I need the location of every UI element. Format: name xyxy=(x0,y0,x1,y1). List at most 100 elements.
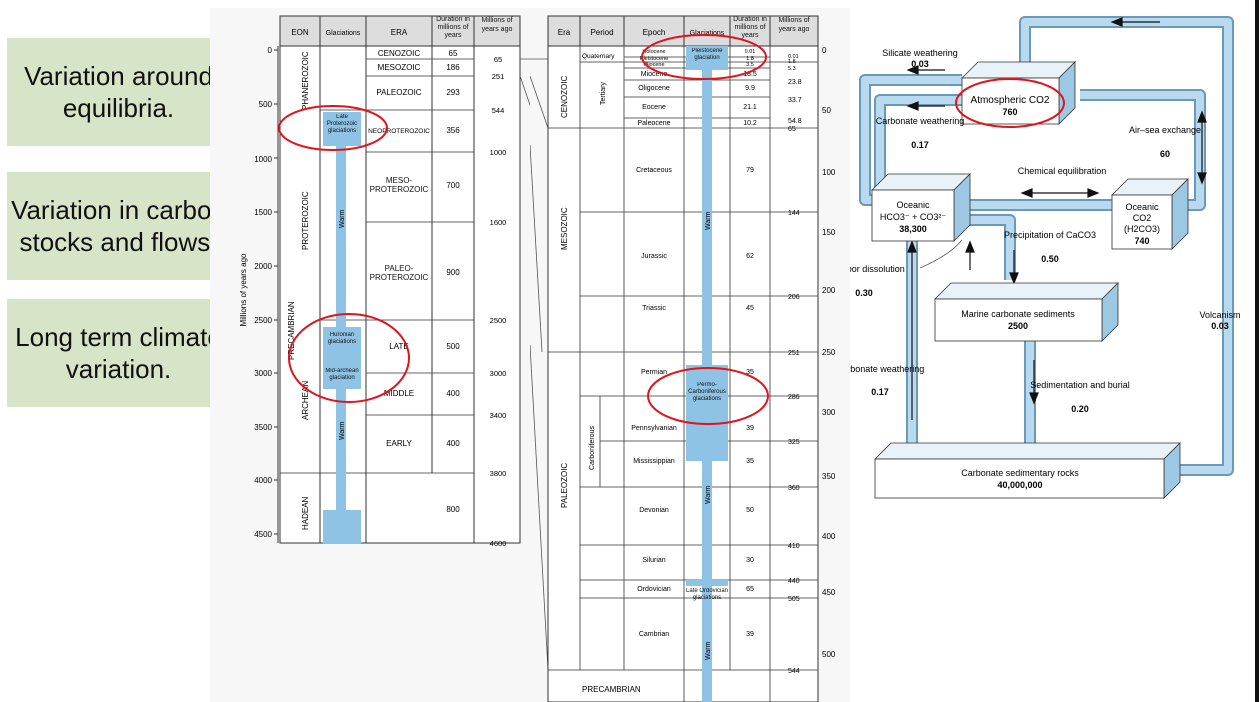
glaciation-pleistocene: Pleistocene glaciation xyxy=(691,48,723,61)
epoch-end-mya: 23.8 xyxy=(788,79,802,86)
glaciation-huronian: Huronian glaciations xyxy=(327,332,357,345)
period-carboniferous: Carboniferous xyxy=(589,426,596,470)
duration: 186 xyxy=(446,63,460,72)
epoch-duration: 9.9 xyxy=(745,85,755,92)
epoch-name: Jurassic xyxy=(641,253,667,260)
epoch-end-mya: 544 xyxy=(788,668,800,675)
header-glaciations: Glaciations xyxy=(326,30,361,37)
epoch-duration: 62 xyxy=(746,253,754,260)
header-glaciations: Glaciations xyxy=(690,30,725,37)
header-era: ERA xyxy=(391,28,408,37)
ordovician-band xyxy=(686,580,728,586)
box-oceanic-hco3 xyxy=(871,173,971,242)
header-period: Period xyxy=(590,28,613,37)
axis-tick: 0 xyxy=(822,46,827,55)
value-oceanic-hco3: 38,300 xyxy=(899,224,927,234)
duration: 800 xyxy=(446,505,460,514)
mya: 3800 xyxy=(490,469,507,478)
epoch-name: Cambrian xyxy=(639,631,669,638)
label-oceanic-hco3: Oceanic xyxy=(896,200,930,210)
label-sea-floor-dissolution: Sea-floor dissolution xyxy=(850,264,905,274)
epoch-end-mya: 505 xyxy=(788,596,800,603)
era-paleozoic: PALEOZOIC xyxy=(560,463,569,508)
eon-precambrian: PRECAMBRIAN xyxy=(287,301,296,360)
value-atmospheric-co2: 760 xyxy=(1002,107,1017,117)
epoch-duration: 79 xyxy=(746,167,754,174)
header-era: Era xyxy=(558,28,571,37)
label-carbonate-sedimentary-rocks: Carbonate sedimentary rocks xyxy=(961,468,1079,478)
mya: 544 xyxy=(492,106,505,115)
highlight-late-proterozoic xyxy=(278,105,388,151)
axis-tick: 300 xyxy=(822,408,836,417)
late-proterozoic-band xyxy=(323,112,361,146)
period-tertiary: Tertiary xyxy=(600,82,607,105)
hadean-band xyxy=(323,510,361,544)
duration: 700 xyxy=(446,181,460,190)
mya: 1000 xyxy=(490,148,507,157)
glaciation-late-ordovician: Late Ordovician glaciations xyxy=(685,588,729,601)
epoch-name: Mississippian xyxy=(633,458,675,465)
box-oceanic-co2 xyxy=(1111,178,1189,250)
epoch-end-mya: 410 xyxy=(788,543,800,550)
header-epoch: Epoch xyxy=(643,28,666,37)
era-early: EARLY xyxy=(386,439,412,448)
highlight-huronian xyxy=(288,313,410,403)
label-carbonate-weathering-top: Carbonate weathering xyxy=(876,116,965,126)
value-precipitation: 0.50 xyxy=(1041,254,1059,264)
header-mya: Millions of years ago xyxy=(778,17,810,33)
card-carbon-stocks: Variation in carbon stocks and flows. xyxy=(7,172,230,280)
epoch-name: Cretaceous xyxy=(636,167,672,174)
epoch-end-mya: 325 xyxy=(788,439,800,446)
ytick: 2000 xyxy=(254,262,272,271)
ytick: 0 xyxy=(268,46,273,55)
label-oceanic-co2: Oceanic xyxy=(1125,202,1159,212)
eon-archean: ARCHEAN xyxy=(301,381,310,420)
epoch-name: Pennsylvanian xyxy=(631,425,677,432)
epoch-name: Pleistocene xyxy=(640,56,668,62)
ytick: 500 xyxy=(259,100,273,109)
era-mesoproterozoic: MESO-PROTEROZOIC xyxy=(369,176,429,194)
duration: 500 xyxy=(446,342,460,351)
mya: 3000 xyxy=(490,369,507,378)
axis-tick: 350 xyxy=(822,472,836,481)
label-carbonate-weathering-bottom: Carbonate weathering xyxy=(850,364,924,374)
header-mya: Millions of years ago xyxy=(481,17,513,33)
value-sedimentation: 0.20 xyxy=(1071,404,1089,414)
warm-label: Warm xyxy=(705,485,712,504)
epoch-name: Silurian xyxy=(642,557,665,564)
value-air-sea-exchange: 60 xyxy=(1160,149,1170,159)
axis-tick: 200 xyxy=(822,286,836,295)
epoch-name: Eocene xyxy=(642,104,666,111)
epoch-name: Oligocene xyxy=(638,85,670,92)
header-duration: Duration in millions of years xyxy=(733,16,767,39)
epoch-duration: 3.5 xyxy=(746,62,754,68)
card-text: Variation around equilibria. xyxy=(24,61,213,123)
eon-phanerozoic: PHANEROZOIC xyxy=(301,51,310,110)
epoch-name: Miocene xyxy=(641,71,668,78)
duration: 356 xyxy=(446,126,460,135)
ytick: 1500 xyxy=(254,208,272,217)
axis-tick: 500 xyxy=(822,650,836,659)
era-cenozoic: CENOZOIC xyxy=(560,76,569,118)
label-volcanism: Volcanism xyxy=(1199,310,1240,320)
ytick: 3500 xyxy=(254,423,272,432)
warm-label: Warm xyxy=(705,211,712,230)
epoch-name: Holocene xyxy=(642,49,665,55)
ytick: 1000 xyxy=(254,155,272,164)
epoch-duration: 1.8 xyxy=(746,56,754,62)
epoch-name: Devonian xyxy=(639,507,669,514)
era-cenozoic: CENOZOIC xyxy=(378,49,420,58)
warm-label: Warm xyxy=(705,641,712,660)
epoch-end-mya: 1.8 xyxy=(788,59,796,65)
epoch-duration: 10.2 xyxy=(743,120,757,127)
mya: 65 xyxy=(494,55,502,64)
card-text: Long term climate variation. xyxy=(15,322,222,384)
mya: 1600 xyxy=(490,218,507,227)
epoch-end-mya: 251 xyxy=(788,350,800,357)
epoch-duration: 39 xyxy=(746,425,754,432)
epoch-duration: 45 xyxy=(746,305,754,312)
highlight-atmospheric-co2 xyxy=(955,78,1065,128)
era-mesozoic: MESOZOIC xyxy=(378,63,421,72)
epoch-end-mya: 360 xyxy=(788,485,800,492)
card-variation-equilibria: Variation around equilibria. xyxy=(7,38,230,146)
